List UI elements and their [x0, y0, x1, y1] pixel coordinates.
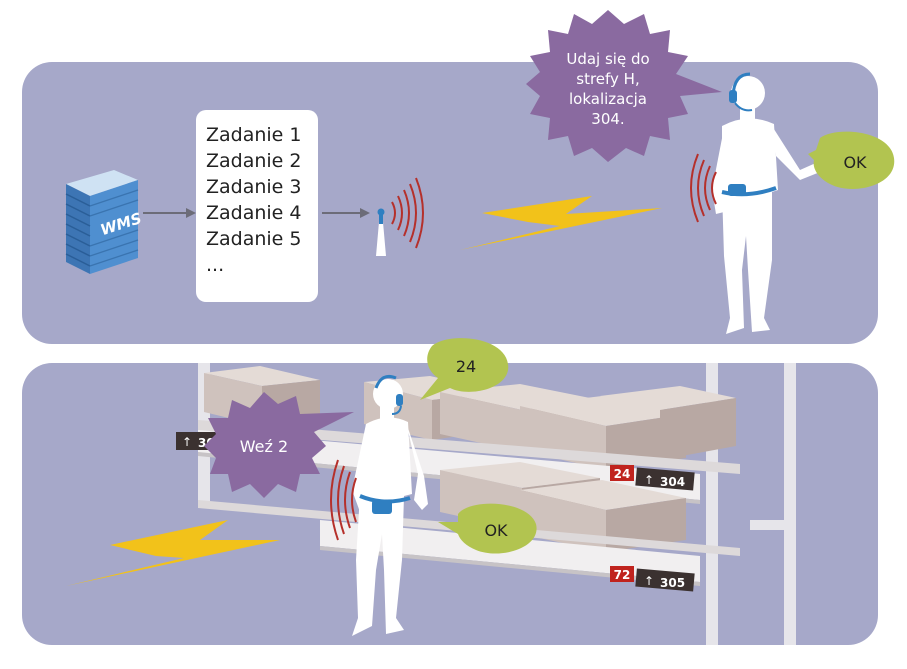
task-item: Zadanie 1: [206, 124, 302, 146]
signal-waves-bottom: [330, 459, 357, 541]
location-305: 305: [660, 576, 685, 590]
voice-prompt-line-4: 304.: [591, 110, 624, 128]
arrow-server-to-tasks: [143, 208, 196, 218]
task-item-ellipsis: ...: [206, 254, 225, 276]
reply-bubble-top: OK: [808, 131, 895, 189]
check-digit-305: 72: [614, 568, 631, 582]
task-item: Zadanie 5: [206, 228, 302, 250]
reply-bubble-bottom: OK: [438, 503, 537, 554]
headset-icon: [374, 374, 397, 389]
worker-figure-bottom: [352, 379, 428, 636]
check-digit-304: 24: [614, 467, 631, 481]
arrow-tasks-to-antenna: [322, 208, 370, 218]
task-item: Zadanie 3: [206, 176, 302, 198]
location-label-305: 72 ↑ 305: [610, 566, 695, 592]
voice-prompt-line-1: Udaj się do: [566, 50, 649, 68]
reply-text-top: OK: [843, 153, 867, 172]
voice-prompt-bubble-top: Udaj się do strefy H, lokalizacja 304.: [526, 10, 722, 162]
headset-earpiece: [396, 394, 403, 406]
headset-mic-icon: [734, 102, 753, 112]
voice-prompt-bubble-bottom: Weź 2: [204, 392, 354, 498]
reply-quantity-text: 24: [456, 357, 476, 376]
wireless-signal-bolt: [66, 520, 280, 586]
location-304: 304: [660, 475, 685, 489]
arrow-up-icon: ↑: [644, 574, 654, 588]
wms-server-icon: WMS: [65, 170, 144, 274]
task-item: Zadanie 4: [206, 202, 302, 224]
task-item: Zadanie 2: [206, 150, 302, 172]
reply-text-bottom: OK: [484, 521, 508, 540]
belt-icon: [721, 186, 777, 197]
wireless-signal-bolt: [460, 196, 662, 250]
signal-waves-top: [690, 153, 717, 223]
headset-mic-icon: [391, 405, 402, 415]
worker-figure-top: [712, 76, 820, 334]
task-list: Zadanie 1 Zadanie 2 Zadanie 3 Zadanie 4 …: [196, 110, 318, 302]
reply-bubble-quantity: 24: [420, 338, 509, 400]
voice-terminal-icon: [372, 500, 392, 514]
location-label-304: 24 ↑ 304: [610, 465, 695, 491]
arrow-up-icon: ↑: [182, 435, 192, 449]
wireless-antenna-icon: [376, 177, 424, 256]
box: [600, 386, 736, 460]
arrow-up-icon: ↑: [644, 473, 654, 487]
voice-terminal-icon: [728, 184, 746, 196]
voice-prompt-text-bottom: Weź 2: [240, 437, 288, 456]
voice-prompt-line-3: lokalizacja: [569, 90, 647, 108]
headset-earpiece: [729, 90, 737, 103]
voice-prompt-line-2: strefy H,: [576, 70, 639, 88]
